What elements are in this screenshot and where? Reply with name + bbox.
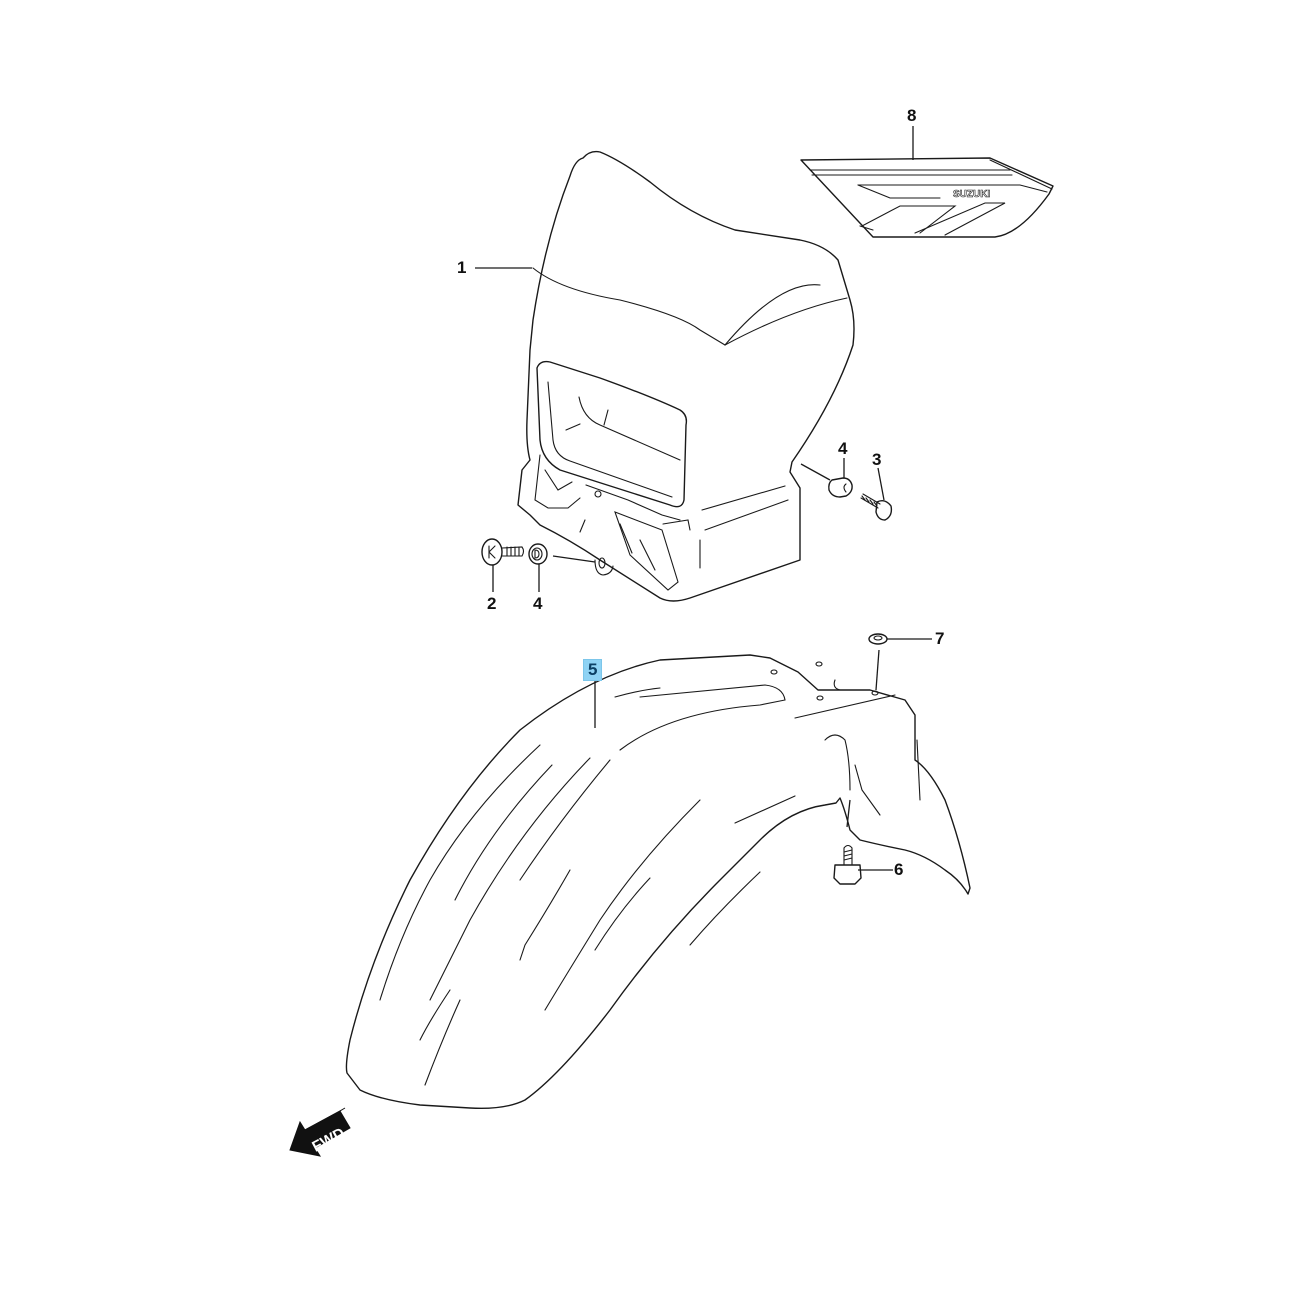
front-fender[interactable] [345,649,971,1110]
decal-brand-text: SUZUKI [953,189,990,200]
callout-6[interactable]: 6 [894,860,904,879]
fender-bolt-part[interactable] [833,844,862,885]
callout-2[interactable]: 2 [487,594,497,613]
callout-5-highlighted[interactable]: 5 [583,659,603,681]
bolt-part[interactable] [860,493,893,521]
cushion-right[interactable] [800,463,853,498]
callout-4-left[interactable]: 4 [533,594,543,613]
callout-7[interactable]: 7 [935,629,945,648]
screw-part[interactable] [481,538,525,566]
washer-part[interactable] [868,633,888,645]
headlight-cowl[interactable] [517,150,855,602]
callout-4-right[interactable]: 4 [838,439,848,458]
cushion-left[interactable] [528,543,548,565]
fwd-arrow-icon: FWD [289,1107,351,1157]
callout-1[interactable]: 1 [457,258,467,277]
callout-8[interactable]: 8 [907,106,917,125]
emblem-decal[interactable]: SUZUKI [800,157,1054,238]
callout-3[interactable]: 3 [872,450,882,469]
